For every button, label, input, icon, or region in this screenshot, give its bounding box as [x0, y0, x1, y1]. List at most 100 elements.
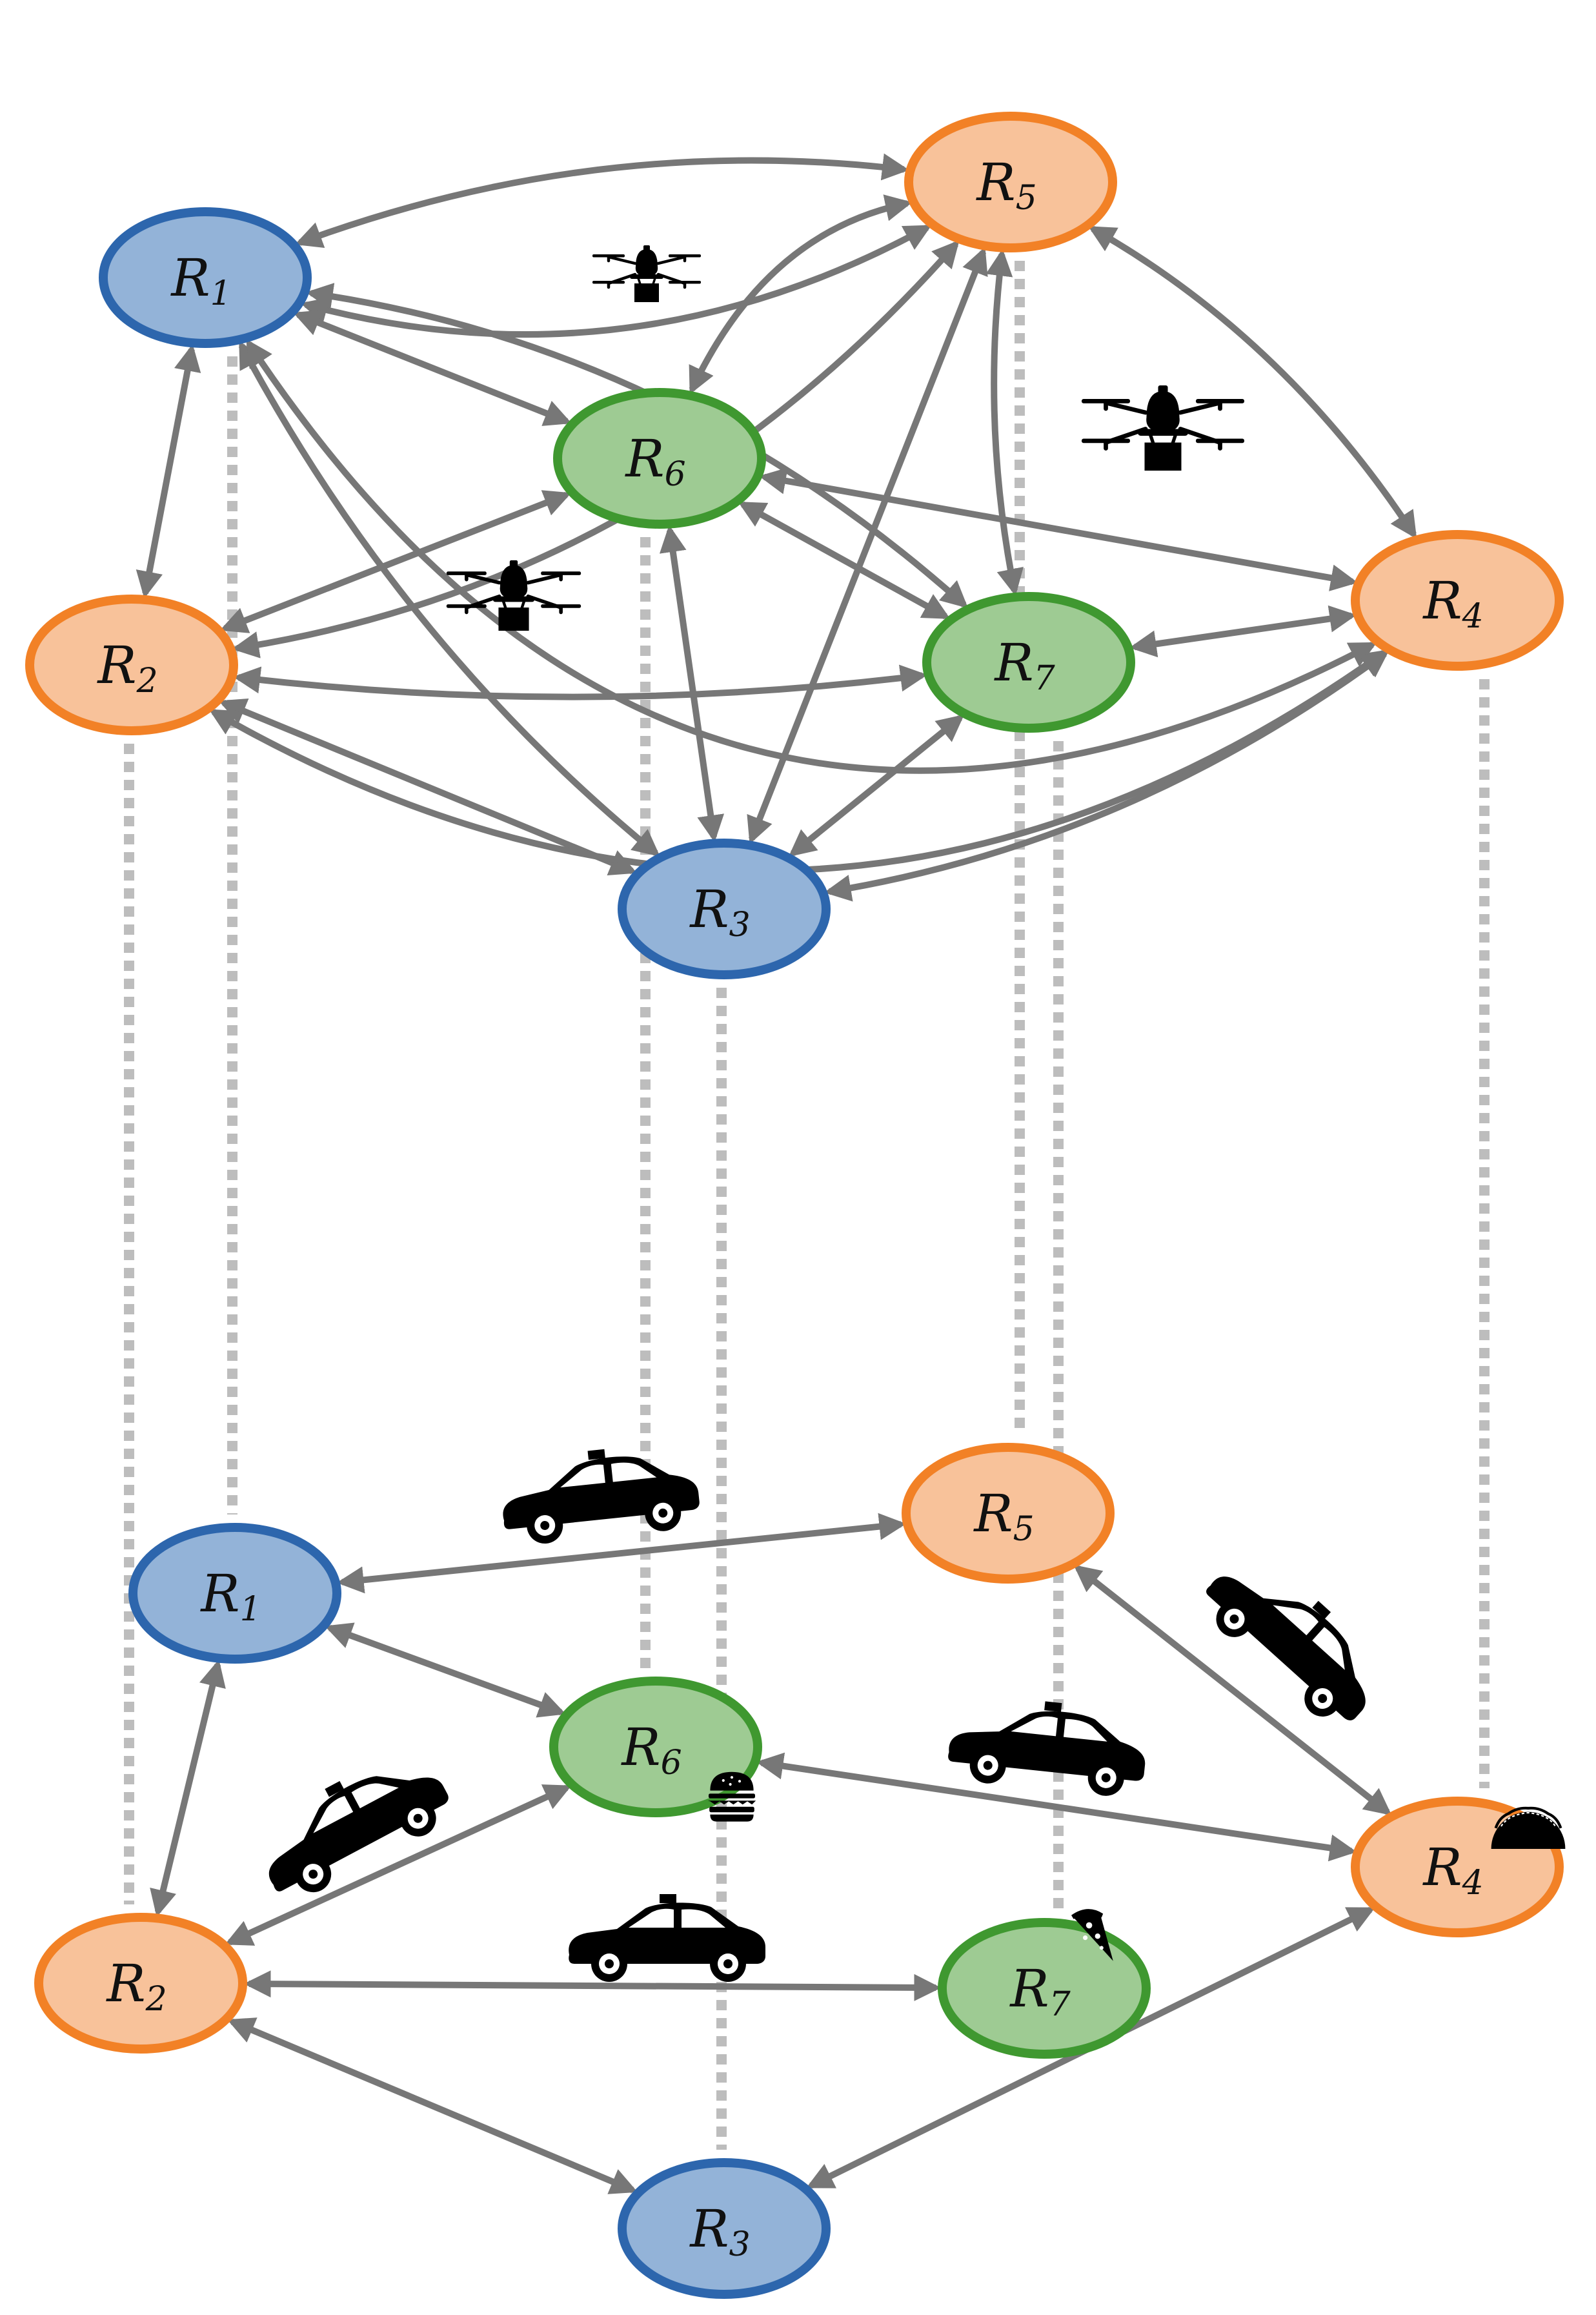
- air-node-r4: R4: [1351, 530, 1564, 671]
- node-label: R7: [993, 633, 1055, 698]
- node-letter: R: [689, 879, 729, 939]
- node-index: 7: [1049, 1985, 1071, 2024]
- node-ellipse: [618, 839, 831, 979]
- car-icon: [1192, 1540, 1397, 1737]
- node-index: 4: [1462, 1864, 1484, 1902]
- ground-node-r3: R3: [618, 2158, 831, 2299]
- node-letter: R: [624, 429, 664, 489]
- node-label: R5: [973, 1484, 1034, 1549]
- air-edge-r6-r2: [219, 490, 572, 633]
- node-letter: R: [1422, 1837, 1462, 1897]
- drone-icon: [1082, 385, 1244, 471]
- node-label: R4: [1422, 571, 1483, 636]
- air-edge-r7-r4: [1129, 605, 1357, 658]
- node-letter: R: [975, 152, 1015, 212]
- node-label: R6: [624, 429, 685, 494]
- node-index: 6: [661, 1744, 682, 1782]
- node-letter: R: [689, 2199, 729, 2259]
- node-label: R6: [620, 1717, 682, 1782]
- car-icon: [945, 1691, 1151, 1800]
- node-letter: R: [105, 1953, 145, 2014]
- ground-node-r7: R7: [938, 1918, 1151, 2059]
- air-node-r6: R6: [553, 388, 766, 529]
- car-icon: [497, 1440, 702, 1548]
- air-node-r7: R7: [922, 592, 1135, 733]
- air-layer-edges: [136, 153, 1417, 902]
- air-node-r2: R2: [25, 595, 238, 735]
- air-edge-r6-r3: [659, 525, 725, 842]
- node-index: 5: [1016, 179, 1037, 218]
- air-edge-r7-r3: [788, 714, 965, 857]
- node-label: R4: [1422, 1837, 1483, 1902]
- node-index: 2: [136, 662, 158, 700]
- node-index: 7: [1034, 659, 1056, 698]
- ground-edge-r2-r3: [227, 2017, 638, 2194]
- node-label: R3: [689, 879, 750, 944]
- ground-edge-r2-r7: [243, 1970, 942, 2001]
- ground-edge-r1-r2: [150, 1659, 226, 1917]
- layer-links: [124, 261, 1490, 2150]
- ground-node-r2: R2: [34, 1913, 247, 2054]
- ground-edge-r6-r4: [756, 1752, 1357, 1862]
- node-letter: R: [993, 633, 1033, 693]
- drone-icon: [592, 245, 701, 302]
- node-index: 2: [145, 1980, 167, 2019]
- node-index: 5: [1013, 1510, 1035, 1549]
- node-label: R7: [1009, 1959, 1071, 2024]
- node-letter: R: [620, 1717, 660, 1777]
- node-label: R2: [105, 1953, 167, 2019]
- air-edge-r1-r2: [136, 343, 201, 599]
- node-ellipse: [549, 1677, 762, 1817]
- node-ellipse: [938, 1918, 1151, 2059]
- air-edge-r1-r5: [294, 153, 909, 248]
- node-ellipse: [25, 595, 238, 735]
- node-ellipse: [902, 1443, 1115, 1584]
- air-edge-r2-r3: [218, 699, 638, 875]
- air-edge-r5-r7: [985, 249, 1024, 597]
- air-edge-r6-r4: [758, 467, 1359, 591]
- air-node-r5: R5: [904, 112, 1117, 252]
- node-letter: R: [96, 635, 136, 695]
- node-letter: R: [1009, 1959, 1049, 2019]
- ground-edge-r2-r6: [225, 1784, 572, 1946]
- burger-icon: [707, 1771, 756, 1822]
- node-letter: R: [199, 1564, 239, 1624]
- node-ellipse: [1351, 530, 1564, 671]
- node-label: R1: [199, 1564, 261, 1629]
- node-ellipse: [904, 112, 1117, 252]
- node-index: 1: [240, 1590, 261, 1629]
- ground-edge-r1-r6: [325, 1622, 566, 1718]
- node-letter: R: [170, 248, 210, 308]
- vehicle-icons: [245, 245, 1397, 1982]
- car-icon: [569, 1894, 765, 1982]
- air-edge-r5-r4: [1087, 226, 1417, 539]
- node-label: R1: [170, 248, 231, 313]
- node-index: 4: [1462, 597, 1484, 636]
- node-letter: R: [1422, 571, 1462, 631]
- node-ellipse: [922, 592, 1135, 733]
- air-node-r3: R3: [618, 839, 831, 979]
- ground-node-r1: R1: [128, 1523, 341, 1664]
- ground-node-r5: R5: [902, 1443, 1115, 1584]
- air-edge-r6-r5: [689, 194, 913, 394]
- node-label: R2: [96, 635, 157, 700]
- node-ellipse: [553, 388, 766, 529]
- node-index: 3: [729, 2225, 751, 2264]
- node-ellipse: [34, 1913, 247, 2054]
- node-letter: R: [973, 1484, 1013, 1544]
- node-index: 1: [210, 274, 232, 313]
- node-index: 3: [729, 906, 751, 944]
- ground-edge-r1-r5: [336, 1513, 907, 1594]
- node-ellipse: [99, 207, 312, 348]
- node-ellipse: [128, 1523, 341, 1664]
- ground-node-r6: R6: [549, 1677, 762, 1817]
- node-label: R5: [975, 152, 1036, 218]
- node-ellipse: [618, 2158, 831, 2299]
- air-edge-r4-r3: [823, 650, 1389, 902]
- node-index: 6: [665, 455, 686, 494]
- air-node-r1: R1: [99, 207, 312, 348]
- node-label: R3: [689, 2199, 750, 2264]
